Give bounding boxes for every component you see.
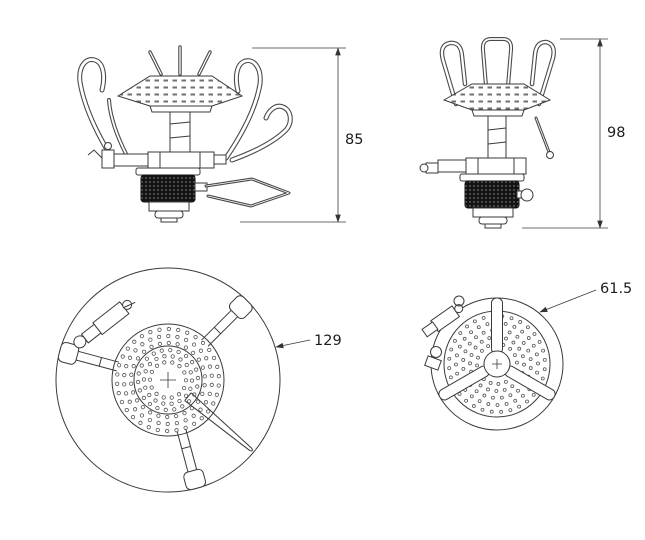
knurled-ring-raised [464,180,520,209]
view-top-supports-folded: 61.5 [421,281,632,431]
folded-handle-loop [453,295,465,307]
igniter-housing-folded [424,355,442,371]
valve-assembly-top [73,299,136,349]
igniter-button [104,142,112,150]
venturi-tube [169,112,191,152]
dimension-label-height-folded: 85 [345,132,363,148]
burner-plate-raised [442,83,552,111]
support-arm-3 [176,428,207,491]
base-cup [148,201,190,212]
burner-plate-underside [149,105,213,113]
dimension-label-diameter-folded: 61.5 [600,281,632,297]
connector-flange-raised [459,173,525,182]
flame-control-handle [204,177,291,208]
support-arm-1 [201,295,253,347]
burner-inner-ring [133,345,203,415]
valve-assembly-folded [421,304,464,338]
valve-left-block [113,153,149,167]
folded-arm-1 [491,297,503,355]
support-arm-2 [57,341,120,372]
folded-arm-2 [504,365,556,401]
burner-plate-underside-raised [471,109,525,117]
valve-body-lines [159,152,201,168]
regulator-knob [520,188,534,202]
valve-knob-end [419,163,429,173]
dimension-label-diameter-open: 129 [314,333,342,349]
igniter-housing [101,149,115,169]
flame-control-handle-top [184,392,253,452]
connector-flange [135,167,201,176]
valve-body-lines-raised [477,158,515,174]
valve-body-raised [465,157,527,175]
dimension-label-height-raised: 98 [607,125,625,141]
base-collar [154,210,184,219]
center-support-loop [480,37,514,88]
igniter-lever-pivot [546,151,554,159]
valve-left-block-raised [437,159,467,173]
leader-line-61-5 [539,289,597,313]
center-cross-mark-folded [492,359,502,369]
valve-right-stub [213,154,227,165]
view-top-supports-open: 129 [55,267,342,493]
base-collar-raised [478,216,508,225]
view-side-supports-raised: 98 [419,37,625,229]
igniter-button-folded [430,346,442,358]
base-thread-raised [484,223,502,229]
burner-plate [116,75,244,107]
view-side-supports-folded: 85 [77,45,363,223]
pot-support-arm-right [223,58,263,161]
burner-head-outline [111,323,225,437]
igniter-wire [87,149,103,159]
venturi-tube-raised [487,116,507,158]
leader-line-129 [275,339,311,349]
support-sweep-circle [55,267,281,493]
burner-flame-holes [115,326,221,434]
center-cross-mark [160,372,176,388]
valve-body [147,151,215,169]
knurled-ring [140,174,196,203]
base-thread [160,217,178,223]
base-cup-raised [472,207,514,218]
